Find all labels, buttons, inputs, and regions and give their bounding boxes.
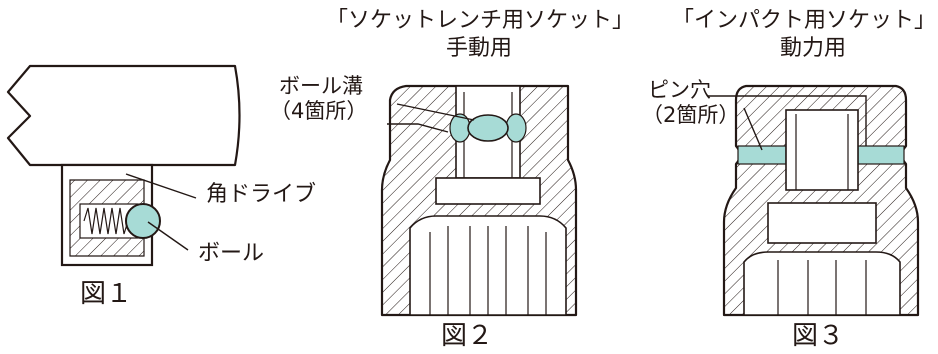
handle-body: [6, 64, 241, 167]
fig1-caption: 図１: [80, 279, 133, 309]
leader-groove-1: [387, 123, 449, 133]
figure-3-impact-socket: [708, 84, 920, 317]
fig2-caption: 図２: [441, 321, 494, 351]
ball-groove-right: [505, 113, 527, 143]
socket3-square-bore: [785, 109, 859, 191]
label-ball: ボール: [198, 241, 265, 266]
ball: [125, 203, 161, 239]
fig3-subtitle: 動力用: [780, 36, 847, 61]
leader-ball: [147, 221, 189, 251]
label-pin-hole: ピン穴: [648, 78, 711, 102]
figure-2-manual-socket: [380, 84, 578, 317]
socket3-shoulder: [767, 202, 877, 244]
socket2-shoulder: [435, 177, 541, 205]
fig3-caption: 図３: [792, 321, 845, 351]
spring: [83, 207, 129, 235]
figure-1-drive-handle: [6, 64, 241, 267]
fig2-subtitle: 手動用: [446, 36, 513, 61]
ball-groove-center: [467, 114, 509, 142]
label-pin-hole-count: （2箇所）: [642, 103, 740, 127]
label-square-drive: 角ドライブ: [206, 182, 317, 207]
socket3-hex-bore: [743, 251, 901, 316]
label-ball-groove: ボール溝: [279, 74, 363, 98]
pin-hole-right: [857, 145, 905, 165]
leader-square-drive: [125, 173, 197, 199]
label-ball-groove-count: （4箇所）: [270, 99, 368, 123]
fig2-title: 「ソケットレンチ用ソケット」: [326, 8, 635, 33]
leader-pin-2: [743, 107, 763, 151]
fig3-title: 「インパクト用ソケット」: [672, 8, 937, 33]
leader-groove-2: [396, 103, 475, 121]
leader-pin-1: [708, 95, 867, 146]
